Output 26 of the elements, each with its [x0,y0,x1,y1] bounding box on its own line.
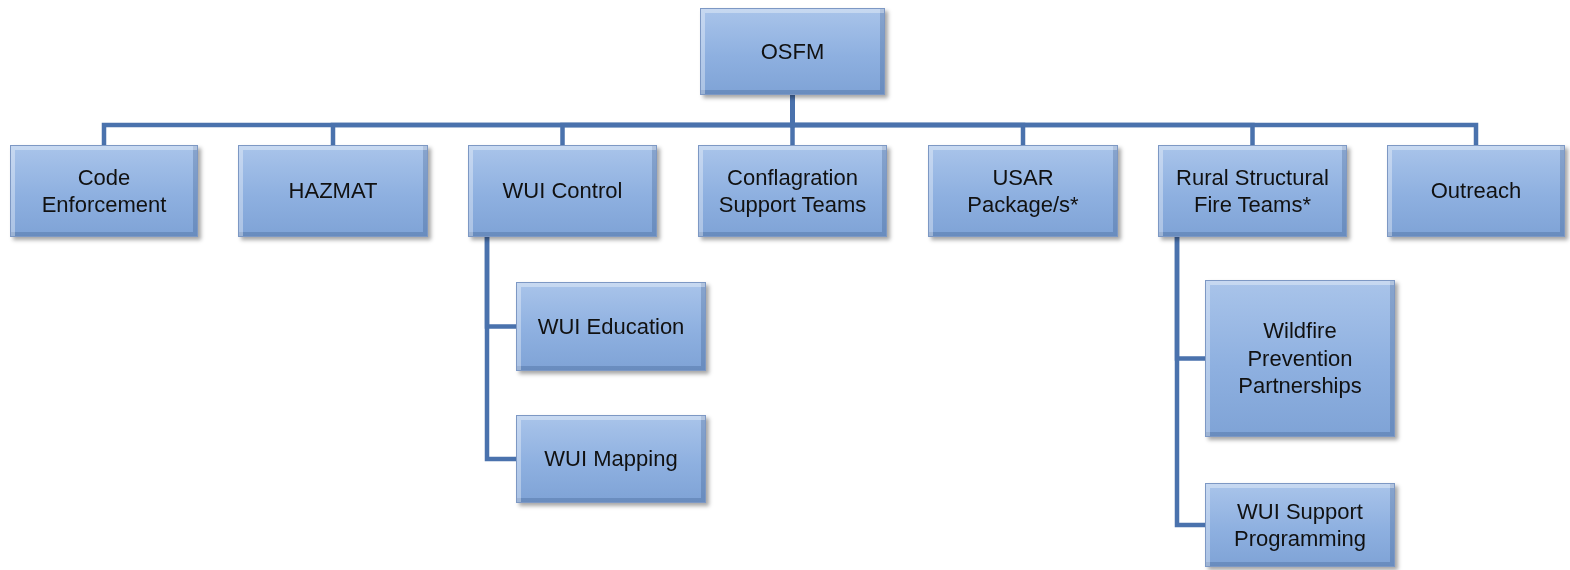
box-label: Outreach [1429,177,1523,205]
org-box [468,145,657,237]
org-box [700,8,885,95]
org-box [10,145,198,237]
org-box [1205,280,1395,437]
org-box [1387,145,1565,237]
org-box [516,282,706,371]
org-box [928,145,1118,237]
box-label: OSFM [759,37,826,66]
box-label: WUI Education [536,312,686,341]
org-box [238,145,428,237]
box-label: WUI Mapping [543,445,679,473]
org-box [1205,483,1395,567]
box-label: Conflagration Support Teams [717,163,868,219]
connector-line [484,237,516,462]
box-label: HAZMAT [287,177,379,205]
box-label: Wildfire Prevention Partnerships [1237,317,1363,400]
box-label: WUI Control [501,177,624,205]
org-box [1158,145,1347,237]
org-box [516,415,706,503]
box-label: Code Enforcement [40,163,168,219]
connector-line [1174,237,1205,528]
box-label: WUI Support Programming [1232,497,1367,553]
box-label: USAR Package/s* [966,163,1080,219]
org-box [698,145,887,237]
box-label: Rural Structural Fire Teams* [1175,163,1330,219]
